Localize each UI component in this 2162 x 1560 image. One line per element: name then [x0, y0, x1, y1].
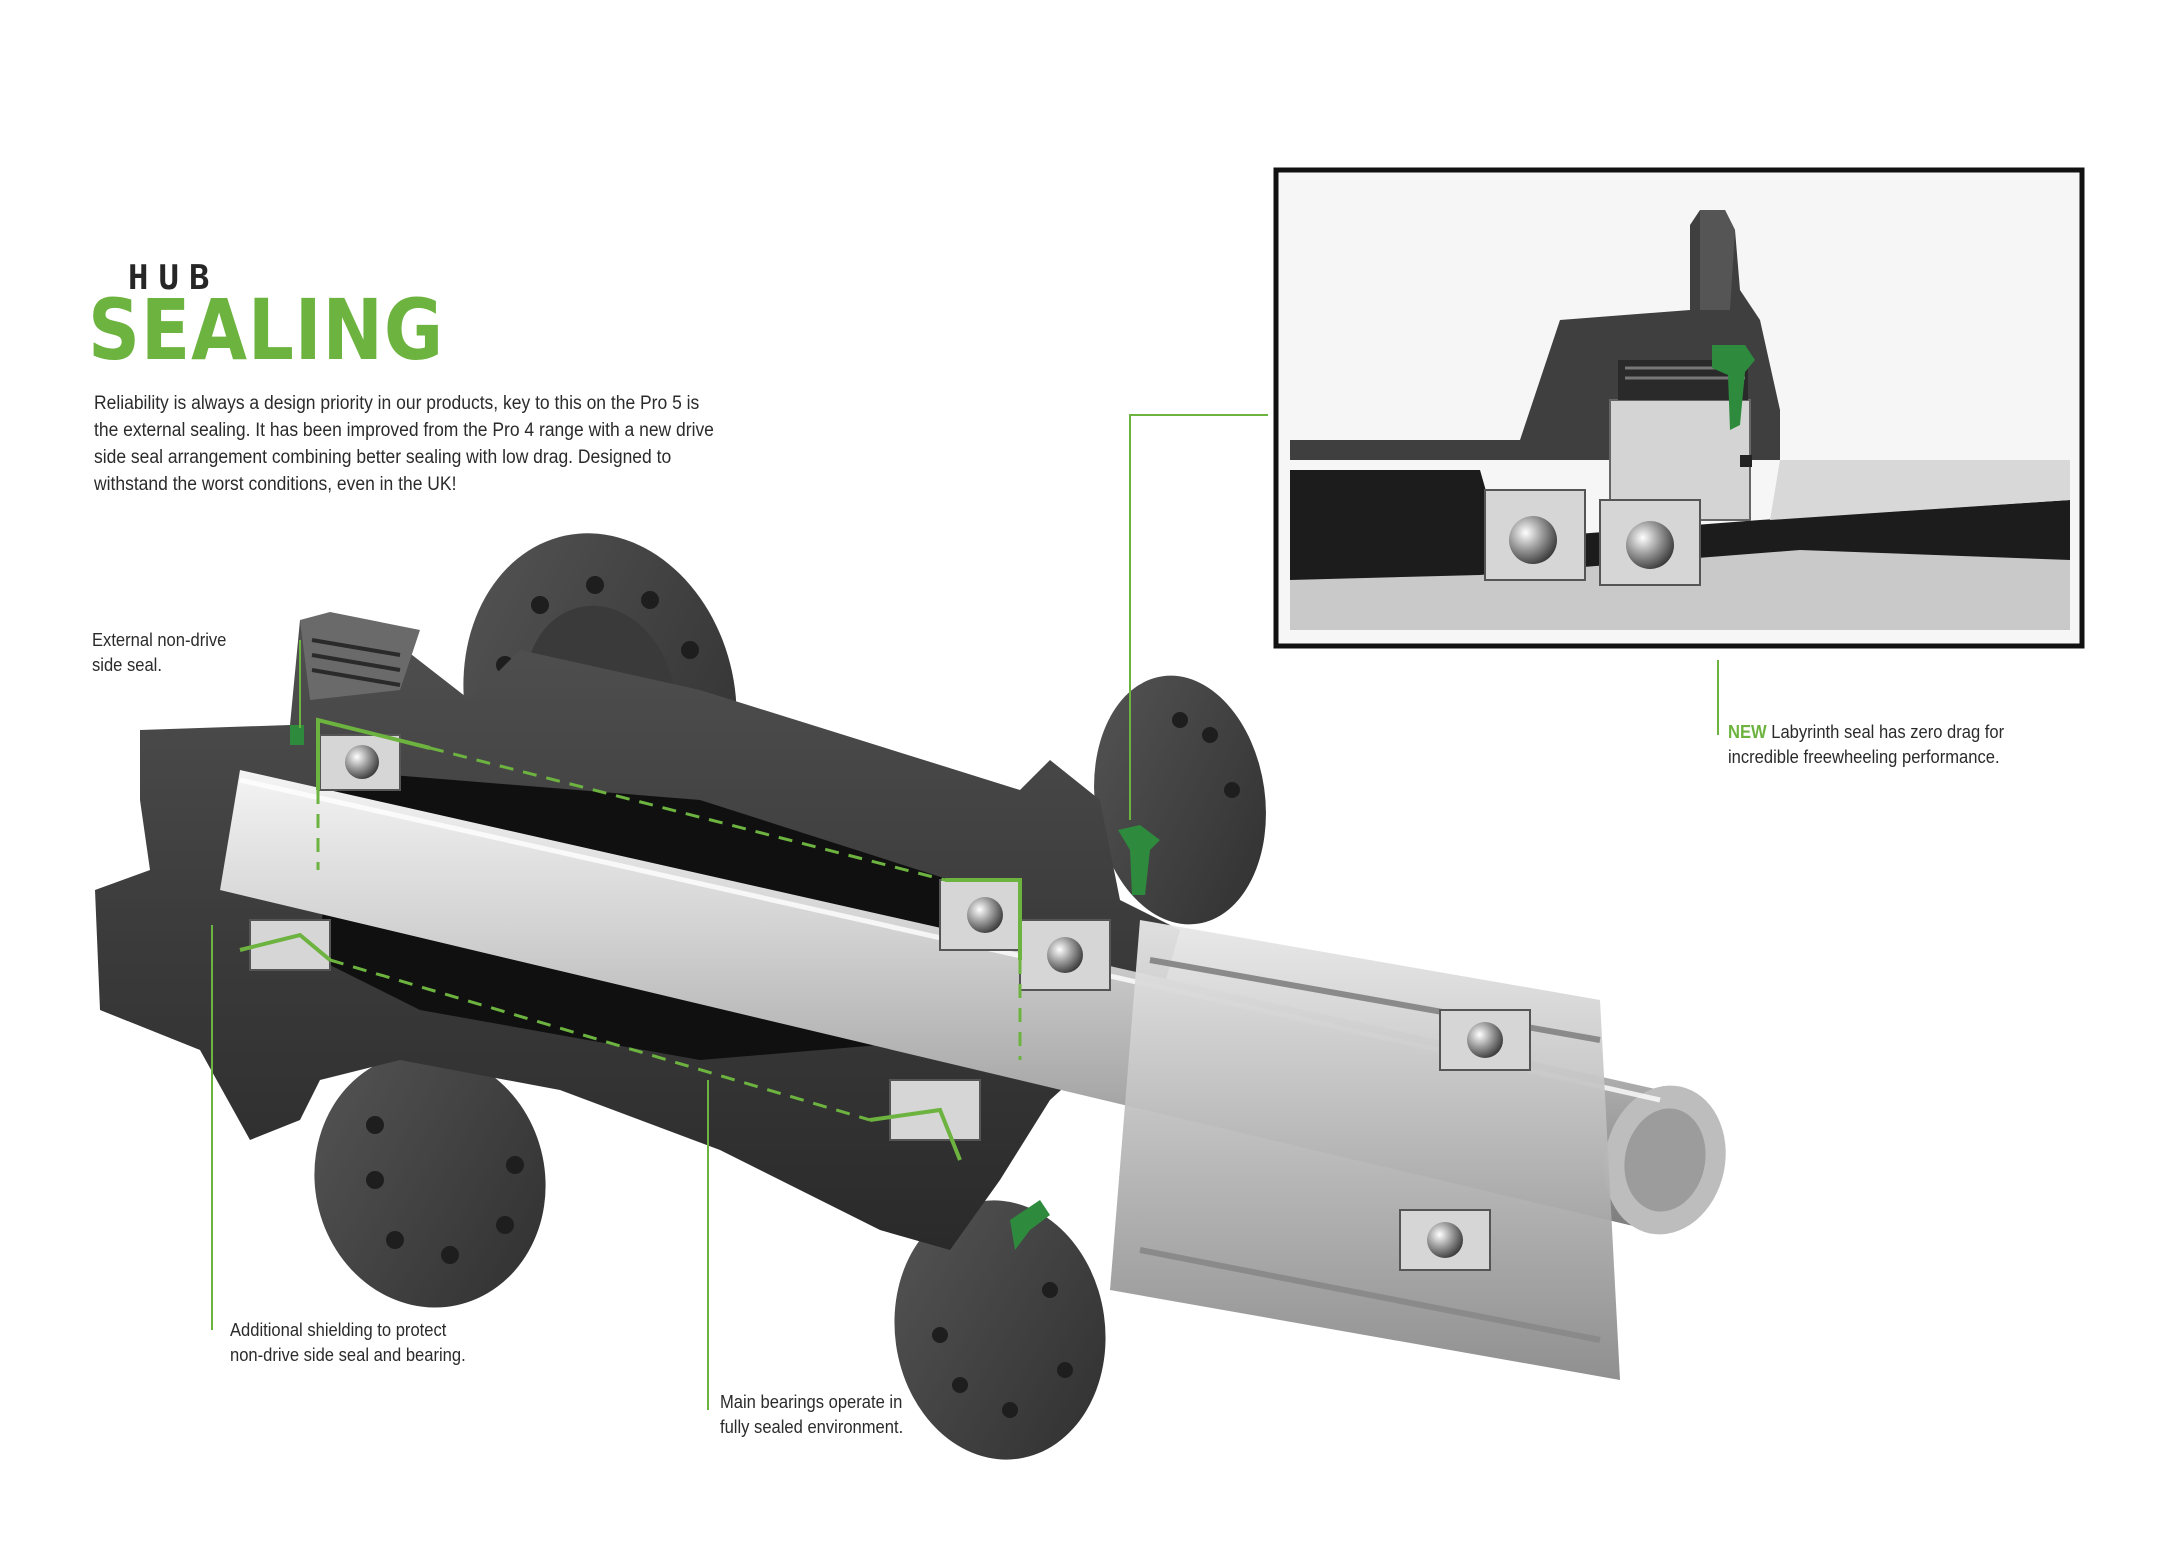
inset-detail-box: [1273, 167, 2085, 649]
sealing-highlight: [239, 717, 1022, 1161]
intro-line: the external sealing. It has been improv…: [94, 420, 714, 441]
callout-leaders: [211, 414, 1719, 1410]
callout-line: External non-drive: [92, 630, 227, 650]
intro-line: Reliability is always a design priority …: [94, 393, 700, 414]
intro-line: side seal arrangement combining better s…: [94, 447, 672, 468]
freehub-body: [1110, 920, 1620, 1380]
callout-line: fully sealed environment.: [720, 1417, 904, 1437]
callout-labyrinth-seal: NEW Labyrinth seal has zero drag for inc…: [1728, 720, 2078, 770]
callout-line: Main bearings operate in: [720, 1392, 903, 1412]
callout-line: non-drive side seal and bearing.: [230, 1345, 466, 1365]
callout-main-bearings: Main bearings operate in fully sealed en…: [720, 1390, 1024, 1440]
intro-paragraph: Reliability is always a design priority …: [94, 390, 775, 498]
callout-non-drive-seal: External non-drive side seal.: [92, 628, 331, 678]
page-title: SEALING: [88, 281, 444, 379]
callout-line: incredible freewheeling performance.: [1728, 747, 2000, 767]
bearings: [249, 734, 1531, 1271]
callout-line: Additional shielding to protect: [230, 1320, 447, 1340]
callout-line: NEW Labyrinth seal has zero drag for: [1728, 720, 2078, 745]
heading-kicker: HUB: [128, 258, 220, 298]
sealed-path-dashed: [316, 746, 1022, 1122]
intro-line: withstand the worst conditions, even in …: [94, 474, 457, 495]
callout-line: side seal.: [92, 655, 162, 675]
seals: [290, 725, 1160, 1250]
callout-shielding: Additional shielding to protect non-driv…: [230, 1318, 561, 1368]
callout-text: Labyrinth seal has zero drag for: [1766, 722, 2005, 742]
new-badge: NEW: [1728, 722, 1767, 742]
